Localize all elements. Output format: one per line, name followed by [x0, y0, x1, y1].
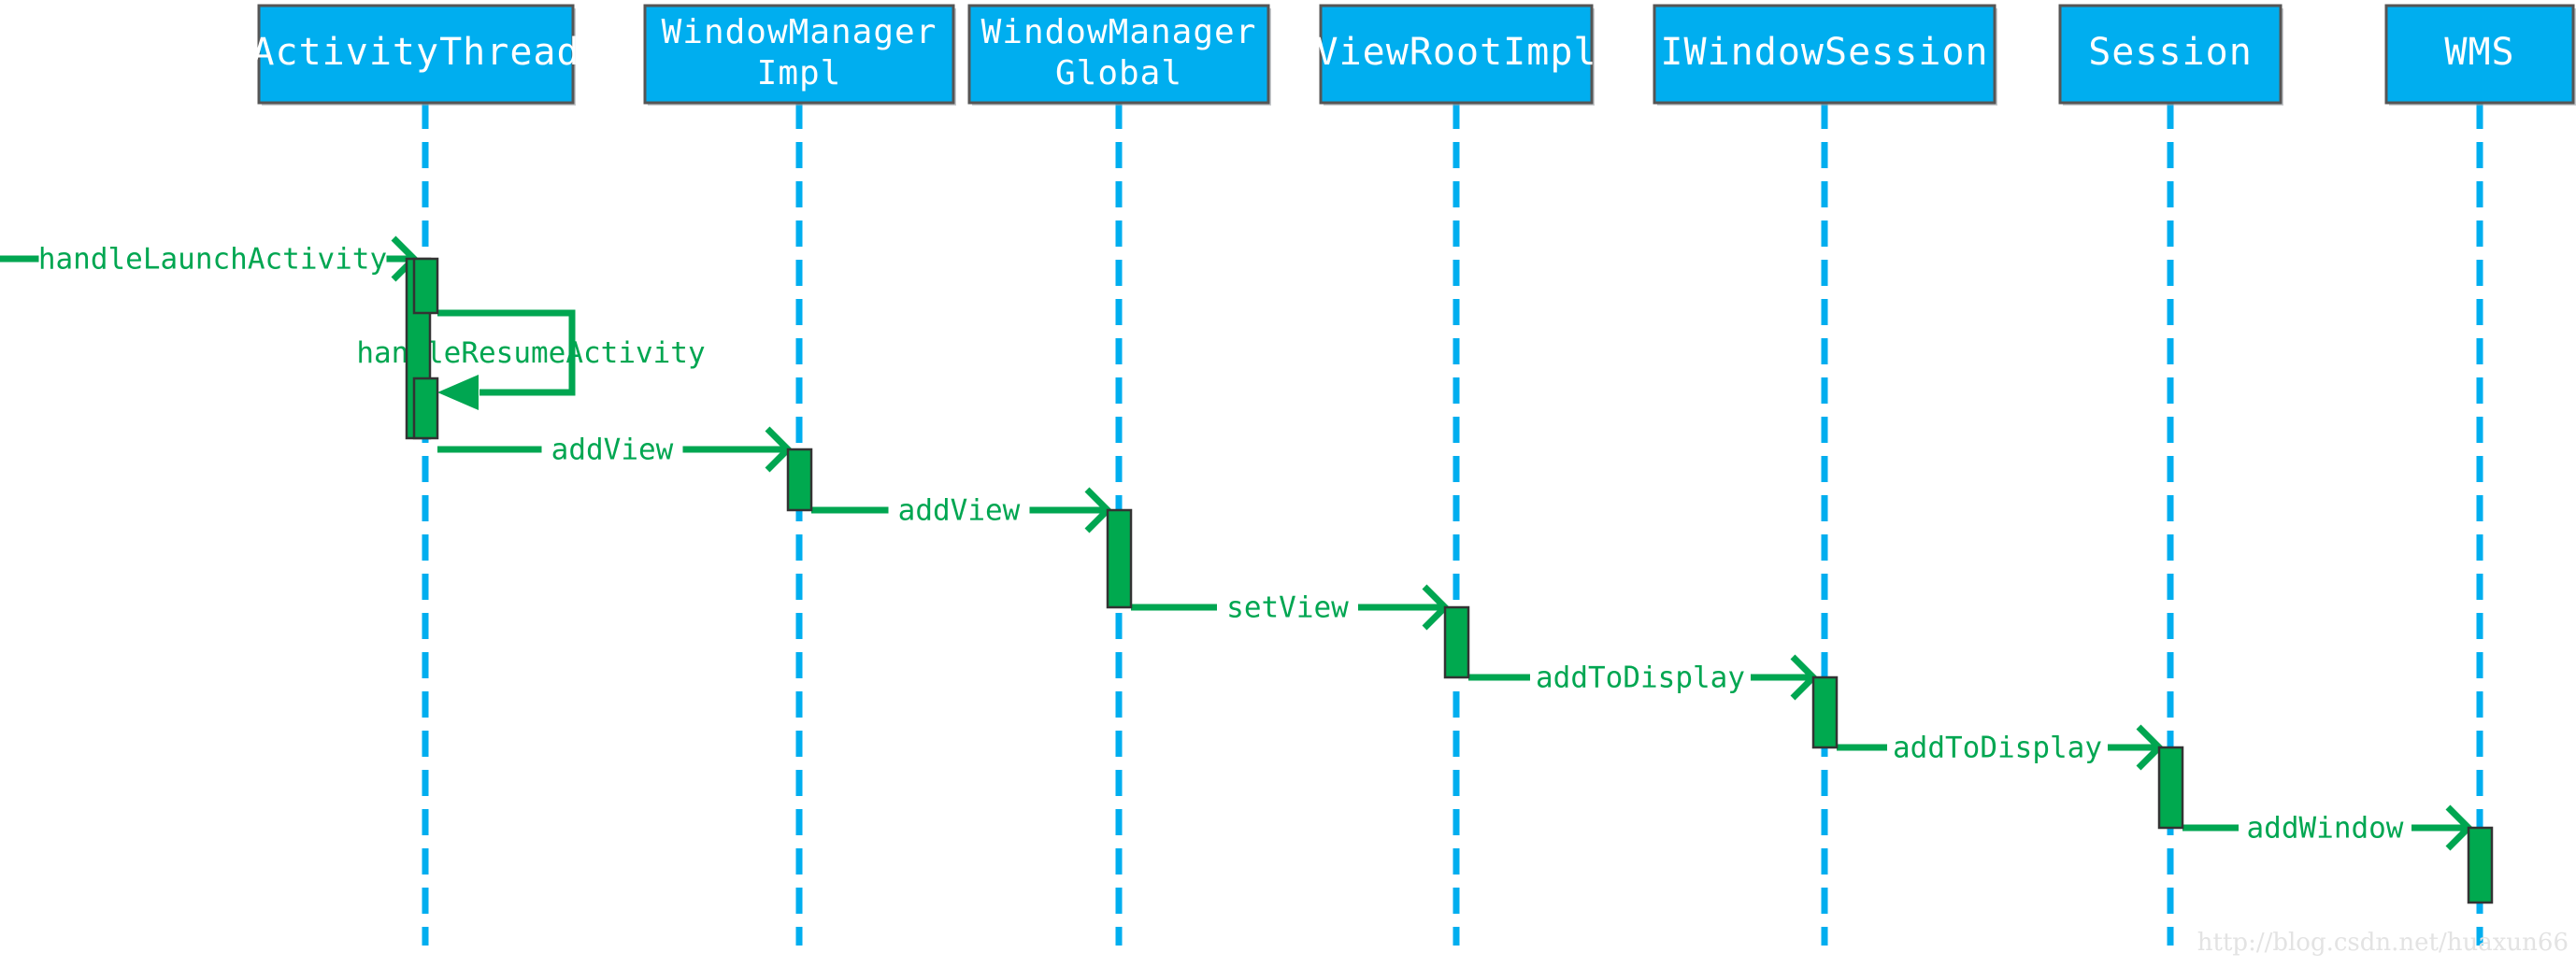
activation-bar-session — [2157, 746, 2184, 830]
participant-box[interactable] — [1653, 4, 1996, 105]
participant-iwindow-session[interactable]: IWindowSession — [1653, 4, 1997, 106]
message-label: addToDisplay — [1536, 661, 1745, 695]
participant-box[interactable] — [967, 4, 1270, 105]
participant-label: Session — [2088, 31, 2253, 74]
activation-bar-view-root-impl — [1443, 605, 1470, 679]
activations-group — [405, 257, 2494, 904]
activation-bar-window-manager-global — [1106, 508, 1133, 609]
message-msg-add-window: addWindow — [2182, 804, 2473, 851]
message-msg-set-view: setView — [1131, 584, 1450, 631]
messages-group: handleLaunchActivityhandleResumeActivity… — [0, 235, 2473, 851]
message-label: addToDisplay — [1893, 732, 2102, 765]
participant-box[interactable] — [1319, 4, 1594, 105]
participant-box[interactable] — [2058, 4, 2283, 105]
activation-bar-wms — [2467, 826, 2494, 904]
lifelines-group — [422, 103, 2483, 946]
participant-label: WMS — [2444, 31, 2514, 74]
message-msg-add-to-display-1: addToDisplay — [1468, 654, 1818, 701]
activation-bar-activity-thread — [412, 377, 439, 440]
watermark-label: http://blog.csdn.net/huaxun66 — [2197, 929, 2569, 957]
participant-activity-thread[interactable]: ActivityThread — [251, 4, 580, 106]
message-msg-add-view-1: addView — [437, 426, 793, 473]
message-label: handleLaunchActivity — [38, 243, 387, 277]
activation-bar-activity-thread — [412, 257, 439, 315]
message-label: addWindow — [2247, 812, 2404, 846]
message-label: setView — [1226, 591, 1349, 625]
participant-session[interactable]: Session — [2058, 4, 2283, 106]
participant-label: ViewRootImpl — [1316, 31, 1597, 74]
activation-bar-window-manager-impl — [786, 448, 813, 512]
participant-label: WindowManager — [981, 13, 1257, 51]
message-msg-add-to-display-2: addToDisplay — [1837, 724, 2164, 771]
participant-label: Global — [1055, 54, 1182, 92]
participant-label: IWindowSession — [1660, 31, 1988, 74]
participant-label: WindowManager — [662, 13, 937, 51]
participant-box[interactable] — [2384, 4, 2575, 105]
message-label: addView — [551, 434, 674, 467]
message-line — [437, 309, 576, 396]
participant-label: Impl — [757, 54, 842, 92]
participant-label: ActivityThread — [251, 31, 580, 74]
activation-bar-iwindow-session — [1811, 675, 1839, 749]
participant-box[interactable] — [643, 4, 955, 105]
participant-wms[interactable]: WMS — [2384, 4, 2576, 106]
participant-view-root-impl[interactable]: ViewRootImpl — [1316, 4, 1597, 106]
message-msg-add-view-2: addView — [811, 487, 1112, 533]
message-msg-handle-launch-activity: handleLaunchActivity — [0, 235, 419, 282]
message-label: addView — [898, 494, 1021, 528]
participant-box[interactable] — [257, 4, 575, 105]
arrow-head-solid-icon — [437, 375, 479, 410]
